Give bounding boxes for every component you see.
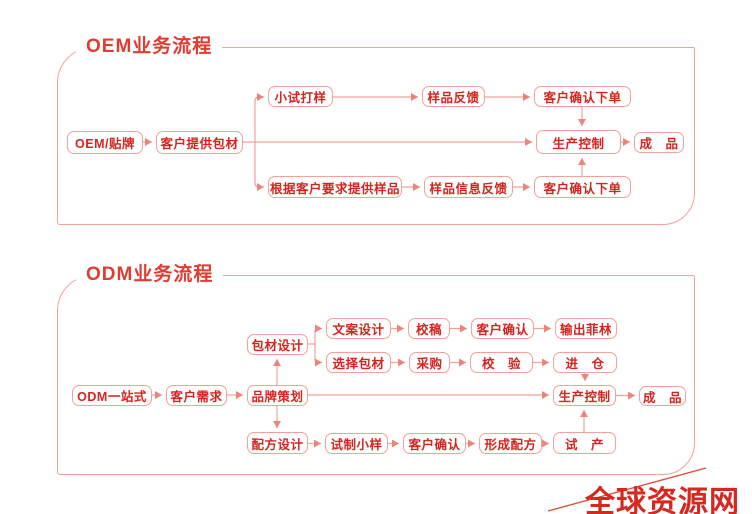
flow-node-trial-production: 试 产 — [553, 432, 616, 454]
flow-node-formula-design: 配方设计 — [247, 432, 308, 454]
flow-node-trial-sample: 试制小样 — [325, 433, 388, 454]
flow-node-sample-feedback: 样品反馈 — [422, 86, 485, 107]
flow-node-customer-confirm-b: 客户确认 — [403, 433, 466, 454]
flow-node-trial-sampling: 小试打样 — [268, 86, 333, 107]
flow-node-confirm-order-bottom: 客户确认下单 — [534, 176, 631, 198]
flow-node-formula-formed: 形成配方 — [479, 433, 542, 454]
flow-node-confirm-order-top: 客户确认下单 — [534, 86, 631, 107]
odm-chart-border — [57, 275, 695, 475]
flow-node-select-packaging: 选择包材 — [326, 352, 391, 373]
flow-node-inspection: 校 验 — [470, 352, 533, 373]
flow-node-odm-production-control: 生产控制 — [553, 385, 616, 406]
flow-node-purchasing: 采购 — [409, 352, 450, 373]
oem-chart-border — [57, 47, 695, 225]
site-watermark: 全球资源网 — [585, 486, 740, 514]
flow-node-sample-info-feedback: 样品信息反馈 — [424, 176, 513, 198]
flow-node-copy-design: 文案设计 — [326, 318, 391, 339]
flow-node-packaging-design: 包材设计 — [247, 334, 308, 355]
flow-node-brand-planning: 品牌策划 — [247, 385, 308, 406]
flow-node-odm-onestop: ODM一站式 — [72, 385, 152, 406]
flow-node-customer-packaging: 客户提供包材 — [156, 131, 243, 154]
flow-node-warehousing: 进 仓 — [553, 352, 617, 373]
odm-chart-title: ODM业务流程 — [76, 261, 224, 289]
flow-node-film-output: 输出菲林 — [555, 318, 617, 339]
flow-node-customer-confirm-a: 客户确认 — [471, 318, 534, 339]
flow-node-proofreading: 校稿 — [408, 318, 450, 339]
oem-chart-title: OEM业务流程 — [76, 33, 223, 61]
flow-node-oem-production-control: 生产控制 — [536, 130, 621, 154]
flow-node-provide-samples: 根据客户要求提供样品 — [268, 176, 402, 198]
flow-node-oem-brand: OEM/贴牌 — [67, 131, 143, 154]
flow-node-customer-needs: 客户需求 — [166, 385, 227, 406]
flow-node-oem-finished-product: 成 品 — [634, 132, 684, 153]
flow-node-odm-finished-product: 成 品 — [639, 386, 686, 406]
